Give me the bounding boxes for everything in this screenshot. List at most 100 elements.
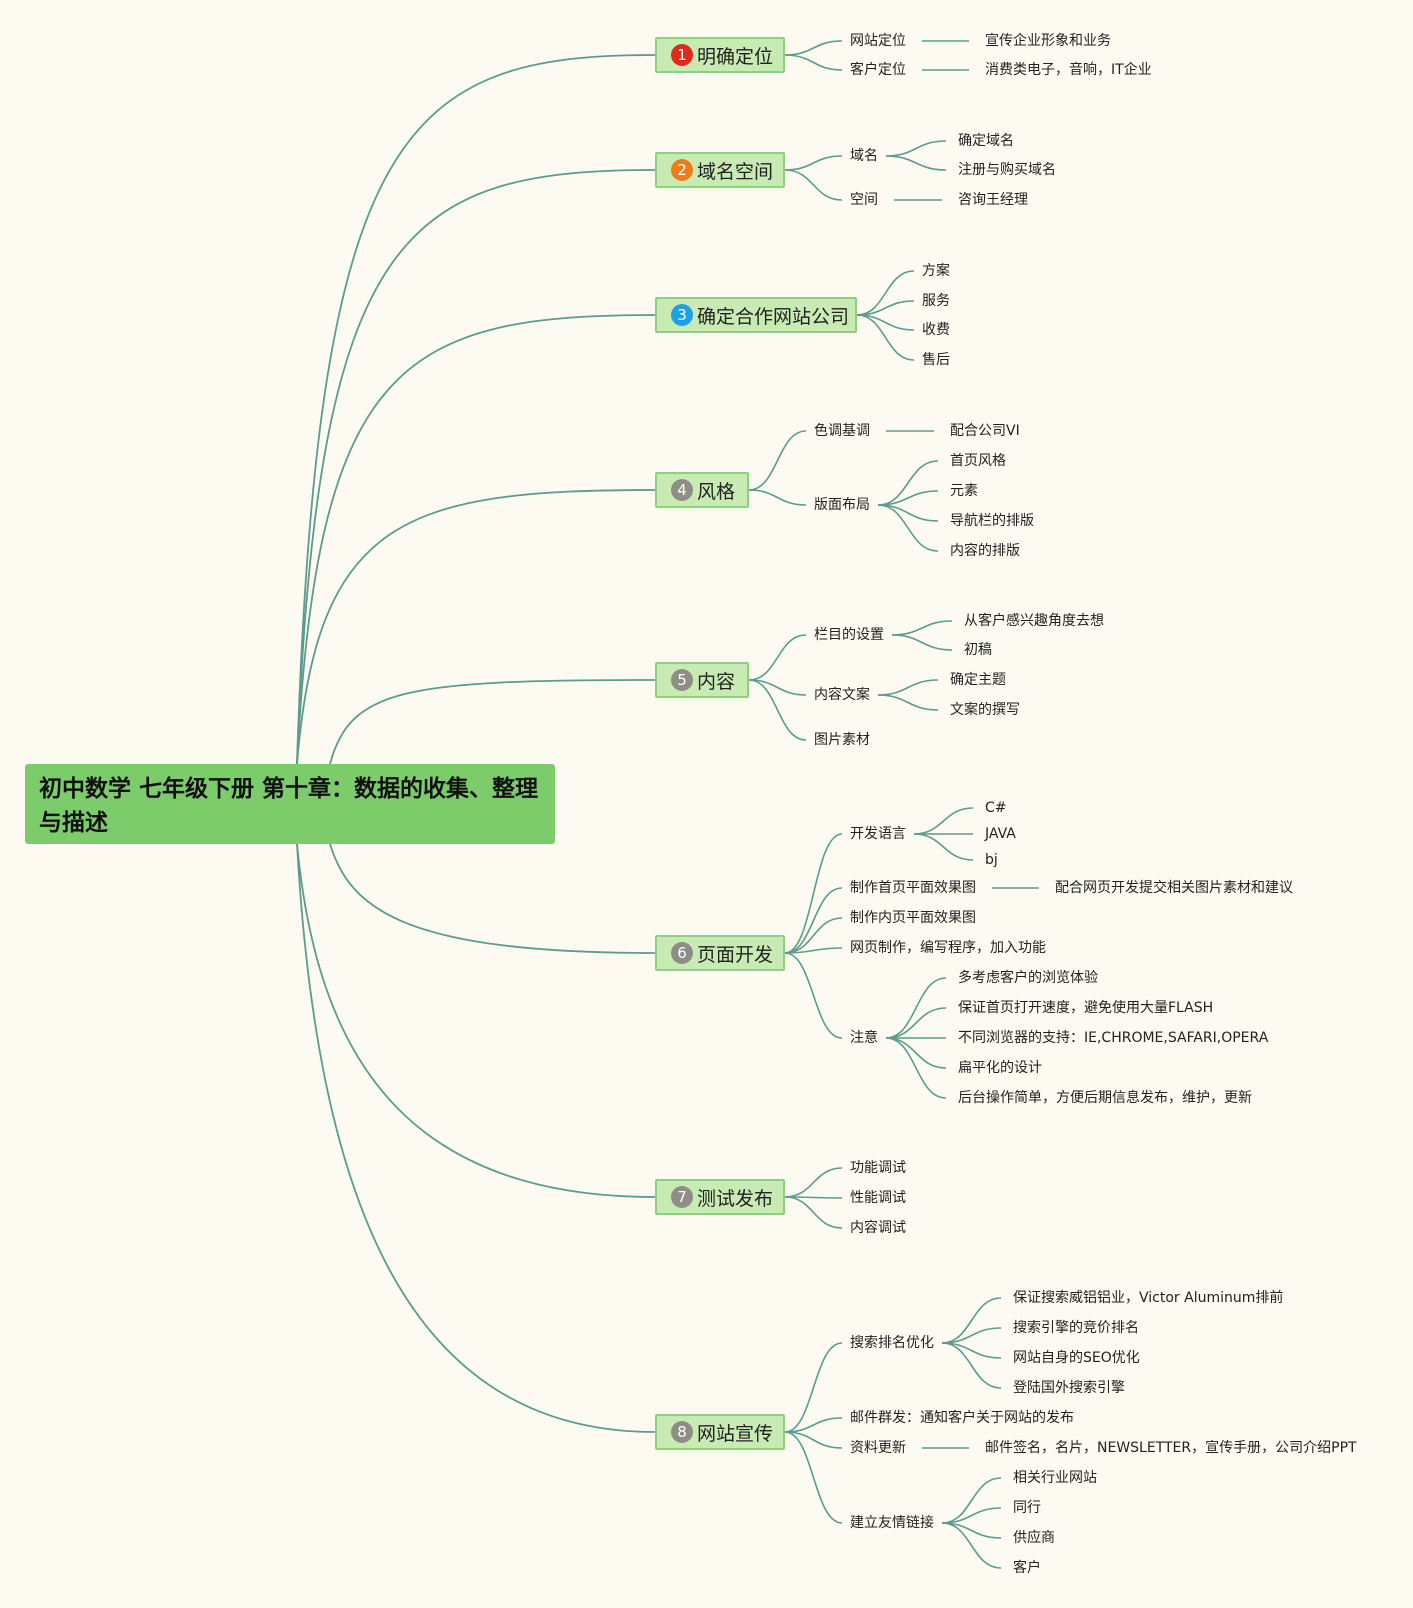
number-badge-icon: 6 bbox=[671, 942, 693, 964]
leaf-topic[interactable]: 从客户感兴趣角度去想 bbox=[964, 613, 1104, 629]
branch-1-connector-1 bbox=[784, 40, 843, 56]
branch-label: 网站宣传 bbox=[697, 1422, 774, 1445]
leaf-connector bbox=[885, 1007, 947, 1039]
leaf-topic[interactable]: 搜索引擎的竞价排名 bbox=[1013, 1320, 1139, 1336]
subtopic[interactable]: 空间 bbox=[850, 192, 878, 208]
branch-2-connector-2 bbox=[784, 169, 843, 201]
leaf-topic[interactable]: 首页风格 bbox=[950, 453, 1006, 469]
branch-4-connector-2 bbox=[748, 489, 807, 506]
leaf-topic[interactable]: 相关行业网站 bbox=[1013, 1470, 1097, 1486]
leaf-topic[interactable]: 后台操作简单，方便后期信息发布，维护，更新 bbox=[958, 1090, 1252, 1106]
leaf-connector bbox=[885, 140, 947, 157]
branch-8-connector-4 bbox=[784, 1431, 843, 1524]
leaf-topic[interactable]: 内容的排版 bbox=[950, 543, 1020, 559]
subtopic[interactable]: 网页制作，编写程序，加入功能 bbox=[850, 940, 1046, 956]
leaf-topic[interactable]: 邮件签名，名片，NEWSLETTER，宣传手册，公司介绍PPT bbox=[985, 1440, 1357, 1456]
leaf-connector bbox=[891, 620, 953, 636]
leaf-connector bbox=[877, 694, 939, 711]
leaf-topic[interactable]: 元素 bbox=[950, 483, 978, 499]
leaf-topic[interactable]: 扁平化的设计 bbox=[958, 1060, 1042, 1076]
subtopic[interactable]: 搜索排名优化 bbox=[850, 1335, 934, 1351]
branch-3-connector-1 bbox=[856, 270, 915, 316]
subtopic[interactable]: 建立友情链接 bbox=[850, 1515, 934, 1531]
leaf-topic[interactable]: 配合网页开发提交相关图片素材和建议 bbox=[1055, 880, 1293, 896]
leaf-connector bbox=[913, 807, 974, 835]
leaf-topic[interactable]: 多考虑客户的浏览体验 bbox=[958, 970, 1098, 986]
leaf-topic[interactable]: 确定主题 bbox=[950, 672, 1006, 688]
subtopic[interactable]: 功能调试 bbox=[850, 1160, 906, 1176]
number-badge-icon: 1 bbox=[671, 44, 693, 66]
leaf-connector bbox=[877, 504, 939, 552]
leaf-topic[interactable]: 文案的撰写 bbox=[950, 702, 1020, 718]
leaf-topic[interactable]: 宣传企业形象和业务 bbox=[985, 33, 1111, 49]
leaf-topic[interactable]: 供应商 bbox=[1013, 1530, 1055, 1546]
leaf-topic[interactable]: 网站自身的SEO优化 bbox=[1013, 1350, 1140, 1366]
subtopic[interactable]: 内容文案 bbox=[814, 687, 870, 703]
branch-5-connector-1 bbox=[748, 634, 807, 681]
subtopic[interactable]: 栏目的设置 bbox=[814, 627, 884, 643]
subtopic[interactable]: 域名 bbox=[850, 148, 878, 164]
branch-6-connector-1 bbox=[784, 833, 843, 954]
leaf-topic[interactable]: 咨询王经理 bbox=[958, 192, 1028, 208]
number-badge-icon: 3 bbox=[671, 304, 693, 326]
subtopic[interactable]: 内容调试 bbox=[850, 1220, 906, 1236]
leaf-topic[interactable]: bj bbox=[985, 852, 998, 868]
branch-label: 确定合作网站公司 bbox=[697, 305, 850, 328]
leaf-topic[interactable]: JAVA bbox=[985, 826, 1016, 842]
subtopic[interactable]: 邮件群发：通知客户关于网站的发布 bbox=[850, 1410, 1074, 1426]
number-badge-icon: 4 bbox=[671, 479, 693, 501]
leaf-topic[interactable]: C# bbox=[985, 800, 1007, 816]
leaf-topic[interactable]: 注册与购买域名 bbox=[958, 162, 1056, 178]
root-connector-5 bbox=[329, 679, 656, 765]
subtopic[interactable]: 售后 bbox=[922, 352, 950, 368]
root-connector-8 bbox=[296, 843, 656, 1433]
leaf-topic[interactable]: 确定域名 bbox=[958, 133, 1014, 149]
leaf-topic[interactable]: 登陆国外搜索引擎 bbox=[1013, 1380, 1125, 1396]
branch-6-connector-5 bbox=[784, 952, 843, 1039]
root-connector-2 bbox=[296, 169, 656, 765]
leaf-connector bbox=[941, 1477, 1002, 1524]
branch-label: 风格 bbox=[697, 480, 736, 503]
leaf-topic[interactable]: 消费类电子，音响，IT企业 bbox=[985, 62, 1152, 78]
leaf-topic[interactable]: 保证搜索威铝铝业，Victor Aluminum排前 bbox=[1013, 1290, 1284, 1306]
subtopic[interactable]: 版面布局 bbox=[814, 497, 870, 513]
subtopic[interactable]: 开发语言 bbox=[850, 826, 906, 842]
branch-8-connector-1 bbox=[784, 1342, 843, 1433]
leaf-connector bbox=[941, 1342, 1002, 1389]
subtopic[interactable]: 制作内页平面效果图 bbox=[850, 910, 976, 926]
subtopic[interactable]: 色调基调 bbox=[814, 423, 870, 439]
subtopic[interactable]: 方案 bbox=[922, 263, 950, 279]
leaf-topic[interactable]: 初稿 bbox=[964, 642, 992, 658]
leaf-connector bbox=[941, 1522, 1002, 1569]
leaf-connector bbox=[885, 1037, 947, 1099]
leaf-topic[interactable]: 不同浏览器的支持：IE,CHROME,SAFARI,OPERA bbox=[958, 1030, 1269, 1046]
subtopic[interactable]: 制作首页平面效果图 bbox=[850, 880, 976, 896]
branch-2-connector-1 bbox=[784, 155, 843, 171]
subtopic[interactable]: 资料更新 bbox=[850, 1440, 906, 1456]
leaf-topic[interactable]: 客户 bbox=[1013, 1560, 1041, 1576]
leaf-topic[interactable]: 导航栏的排版 bbox=[950, 513, 1034, 529]
subtopic[interactable]: 性能调试 bbox=[850, 1190, 906, 1206]
subtopic[interactable]: 客户定位 bbox=[850, 62, 906, 78]
leaf-connector bbox=[877, 460, 939, 506]
subtopic[interactable]: 服务 bbox=[922, 293, 950, 309]
root-topic[interactable]: 初中数学 七年级下册 第十章：数据的收集、整理与描述 bbox=[25, 764, 555, 844]
subtopic[interactable]: 网站定位 bbox=[850, 33, 906, 49]
leaf-connector bbox=[885, 977, 947, 1039]
branch-5-connector-2 bbox=[748, 679, 807, 696]
root-connector-3 bbox=[296, 314, 656, 765]
leaf-topic[interactable]: 同行 bbox=[1013, 1500, 1041, 1516]
subtopic[interactable]: 注意 bbox=[850, 1030, 878, 1046]
subtopic[interactable]: 收费 bbox=[922, 322, 950, 338]
leaf-topic[interactable]: 保证首页打开速度，避免使用大量FLASH bbox=[958, 1000, 1214, 1016]
subtopic[interactable]: 图片素材 bbox=[814, 732, 870, 748]
leaf-topic[interactable]: 配合公司VI bbox=[950, 423, 1020, 439]
